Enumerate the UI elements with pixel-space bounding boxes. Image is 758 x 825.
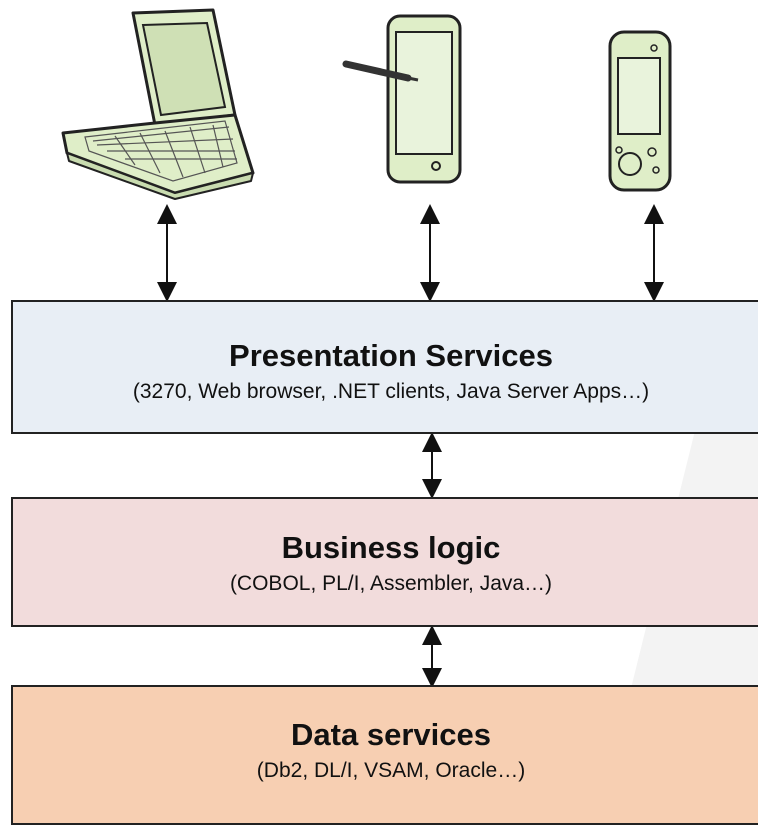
laptop-icon bbox=[61, 8, 255, 200]
presentation-services-layer: Presentation Services (3270, Web browser… bbox=[11, 300, 758, 434]
layer-subtitle: (Db2, DL/I, VSAM, Oracle…) bbox=[256, 759, 526, 782]
data-services-layer: Data services (Db2, DL/I, VSAM, Oracle…) bbox=[11, 685, 758, 825]
layer-subtitle: (3270, Web browser, .NET clients, Java S… bbox=[132, 380, 650, 403]
layer-title: Business logic bbox=[281, 530, 501, 565]
layer-subtitle: (COBOL, PL/I, Assembler, Java…) bbox=[229, 572, 553, 595]
business-logic-layer: Business logic (COBOL, PL/I, Assembler, … bbox=[11, 497, 758, 627]
tablet-with-stylus-icon bbox=[342, 14, 462, 184]
layer-title: Data services bbox=[291, 717, 491, 752]
handheld-pda-icon bbox=[608, 30, 672, 192]
layer-title: Presentation Services bbox=[229, 338, 553, 373]
